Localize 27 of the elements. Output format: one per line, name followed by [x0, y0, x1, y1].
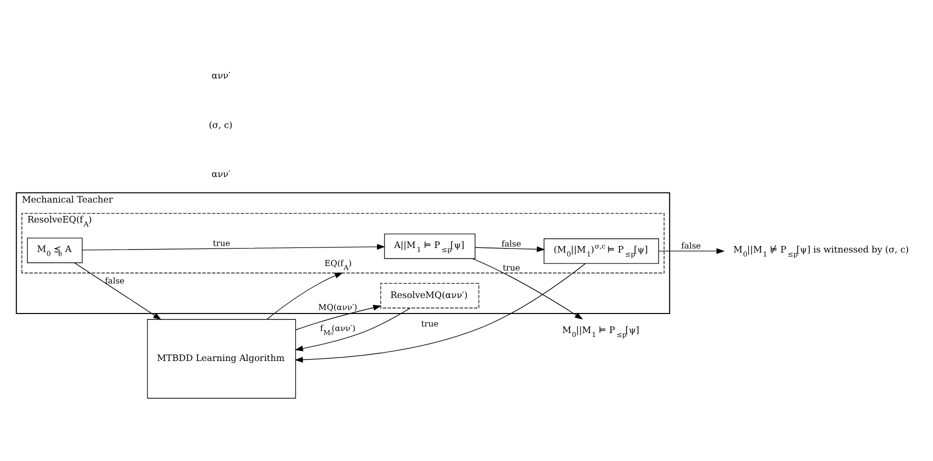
node-box: A||M$_{1}$ ⊨ P$_{≤p}$[ψ]: [384, 233, 476, 258]
edge-label: f$_{M₀}$(ανν′): [320, 322, 356, 337]
arrow: [296, 304, 382, 330]
label: ανν′: [212, 70, 230, 81]
arrow: [472, 258, 583, 320]
arrow: [294, 262, 586, 362]
edge-label: false: [681, 240, 701, 250]
arrow: [74, 262, 162, 320]
node-box: M$_{0}$ ⪯$_{e}$ A: [27, 237, 83, 263]
node-box: ResolveMQ(ανν′): [380, 282, 480, 308]
node-box: (M$_{0}$||M$_{1}$)$^{σ,c}$ ⊨ P$_{≤p}$[ψ]: [544, 238, 659, 264]
node-text: M$_{0}$||M$_{1}$ ⊨ P$_{≤p}$[ψ]: [562, 326, 640, 338]
edge-label: MQ(ανν′): [318, 301, 358, 312]
arrow: [82, 243, 386, 250]
edge-label: true: [421, 318, 438, 328]
edge-label: EQ(f$_{A}$): [324, 257, 352, 272]
edge-label: false: [501, 238, 522, 248]
edge-label: false: [104, 275, 125, 286]
node-text: M$_{0}$||M$_{1}$ ⊭ P$_{≤p}$[ψ] is witnessed by (σ, c): [733, 245, 909, 258]
edge-label: true: [212, 237, 230, 248]
arrow: [658, 248, 725, 254]
node-box: MTBDD Learning Algorithm: [147, 318, 296, 398]
arrow: [474, 246, 546, 252]
arrow: [266, 272, 344, 320]
label: (σ, c): [208, 120, 233, 130]
label: ανν′: [212, 170, 230, 180]
edge-label: true: [502, 262, 520, 272]
